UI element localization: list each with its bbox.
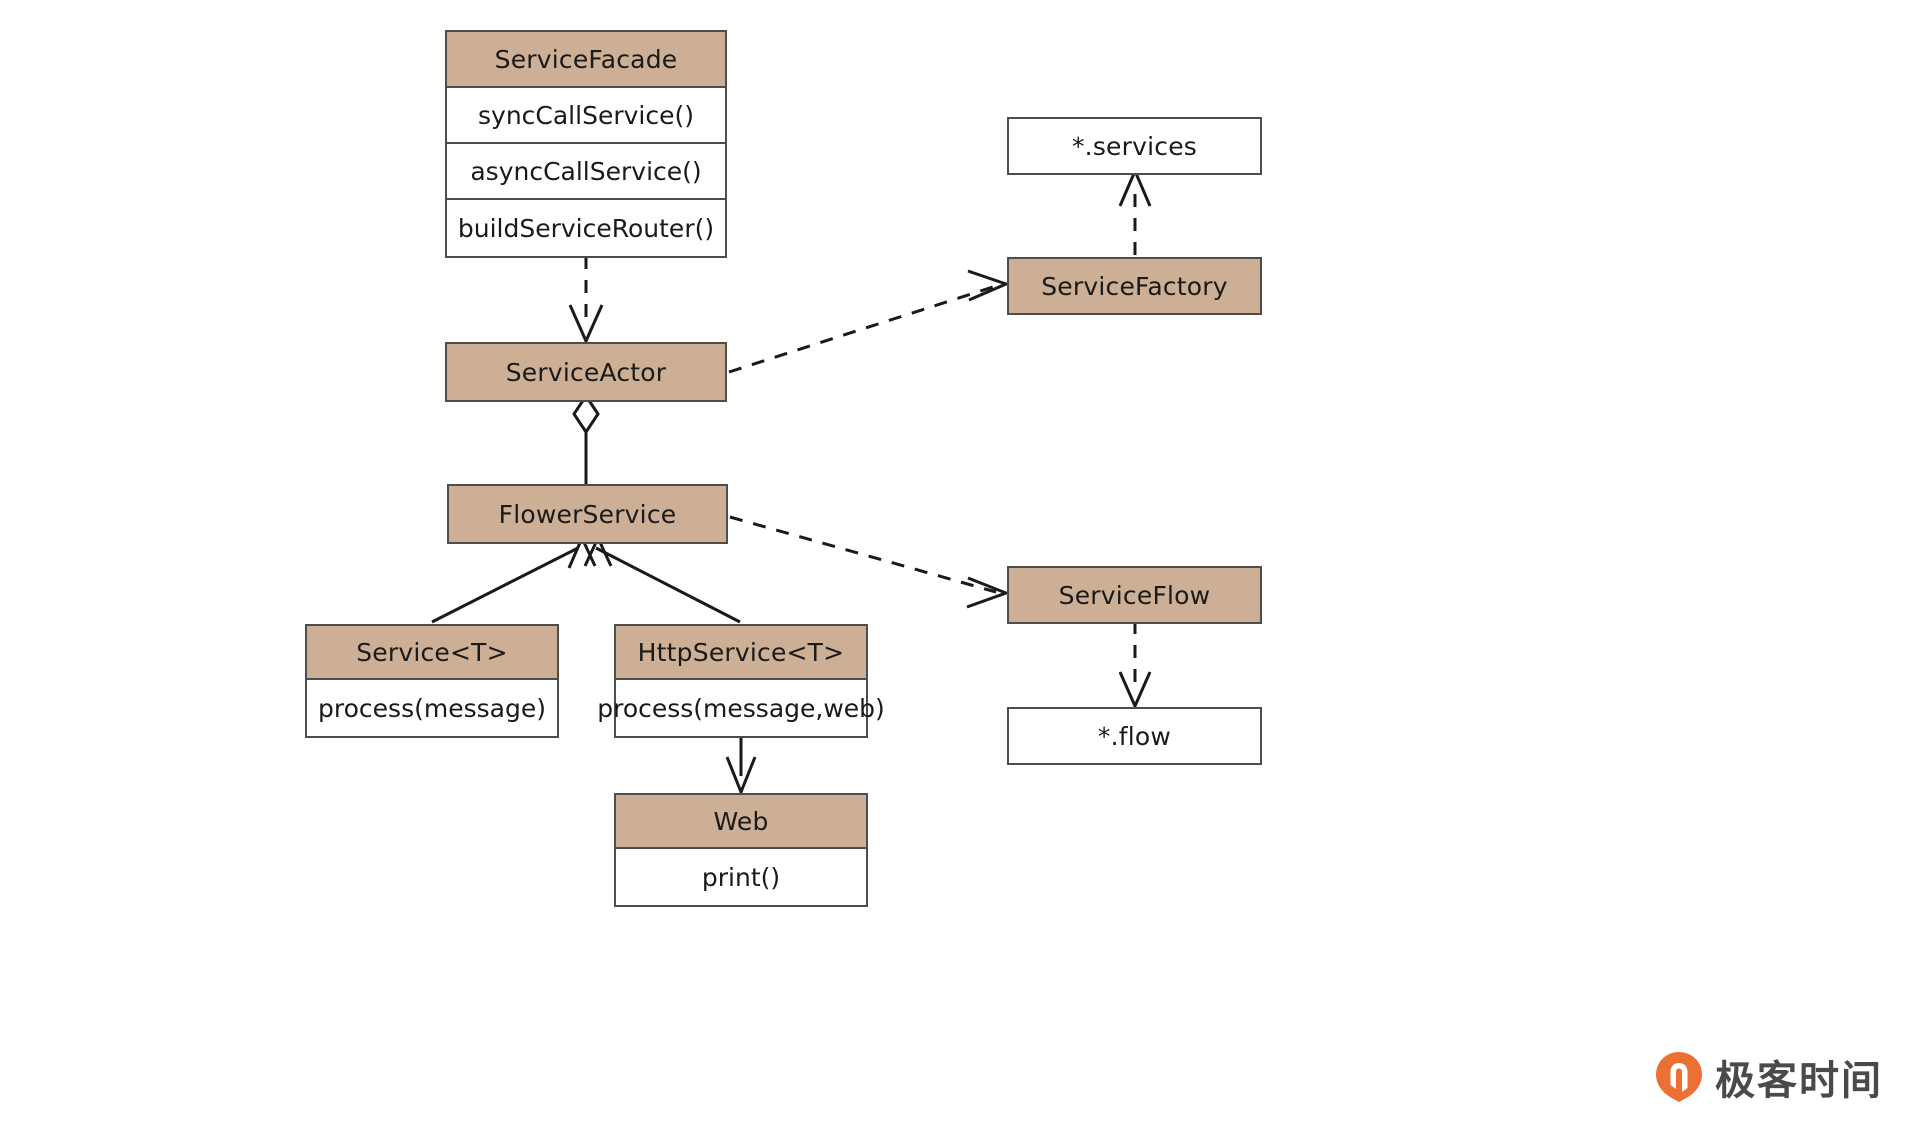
edge-httpservice-extends-flowerservice (583, 534, 741, 624)
brand-watermark: 极客时间 (1655, 1048, 1883, 1106)
uml-class-web[interactable]: Web print() (614, 793, 868, 907)
uml-class-service-actor[interactable]: ServiceActor (445, 342, 727, 402)
uml-class-http-service-generic[interactable]: HttpService<T> process(message,web) (597, 624, 885, 738)
edge-flowerservice-to-serviceflow (729, 515, 1011, 609)
edge-facade-to-actor (568, 256, 604, 345)
class-member-build-service-router: buildServiceRouter() (447, 200, 725, 256)
edge-httpservice-to-web (725, 736, 757, 797)
class-title-flower-service: FlowerService (449, 486, 726, 542)
geektime-logo-icon (1655, 1051, 1703, 1103)
class-member-sync-call-service: syncCallService() (447, 88, 725, 144)
package-title-services: *.services (1009, 119, 1260, 173)
class-title-service-flow: ServiceFlow (1009, 568, 1260, 622)
edge-actor-to-factory (728, 269, 1011, 374)
edge-serviceflow-to-flow (1118, 621, 1152, 710)
uml-class-service-factory[interactable]: ServiceFactory (1007, 257, 1262, 315)
class-title-web: Web (616, 795, 866, 849)
class-title-service-generic: Service<T> (307, 626, 557, 680)
uml-class-service-flow[interactable]: ServiceFlow (1007, 566, 1262, 624)
geektime-logo-text: 极客时间 (1715, 1058, 1883, 1104)
class-member-print: print() (616, 849, 866, 905)
class-title-service-facade: ServiceFacade (447, 32, 725, 88)
uml-class-service-generic[interactable]: Service<T> process(message) (305, 624, 559, 738)
class-member-process-message-web: process(message,web) (597, 680, 885, 736)
class-title-service-actor: ServiceActor (447, 344, 725, 400)
uml-package-services[interactable]: *.services (1007, 117, 1262, 175)
class-title-http-service-generic: HttpService<T> (616, 626, 866, 680)
class-member-process-message: process(message) (307, 680, 557, 736)
uml-class-flower-service[interactable]: FlowerService (447, 484, 728, 544)
uml-package-flow[interactable]: *.flow (1007, 707, 1262, 765)
class-member-async-call-service: asyncCallService() (447, 144, 725, 200)
class-title-service-factory: ServiceFactory (1009, 259, 1260, 313)
edge-service-extends-flowerservice (431, 534, 597, 624)
edge-factory-to-services (1118, 167, 1152, 255)
edge-actor-aggregates-flowerservice (572, 393, 600, 484)
package-title-flow: *.flow (1009, 709, 1260, 763)
uml-class-service-facade[interactable]: ServiceFacade syncCallService() asyncCal… (445, 30, 727, 258)
